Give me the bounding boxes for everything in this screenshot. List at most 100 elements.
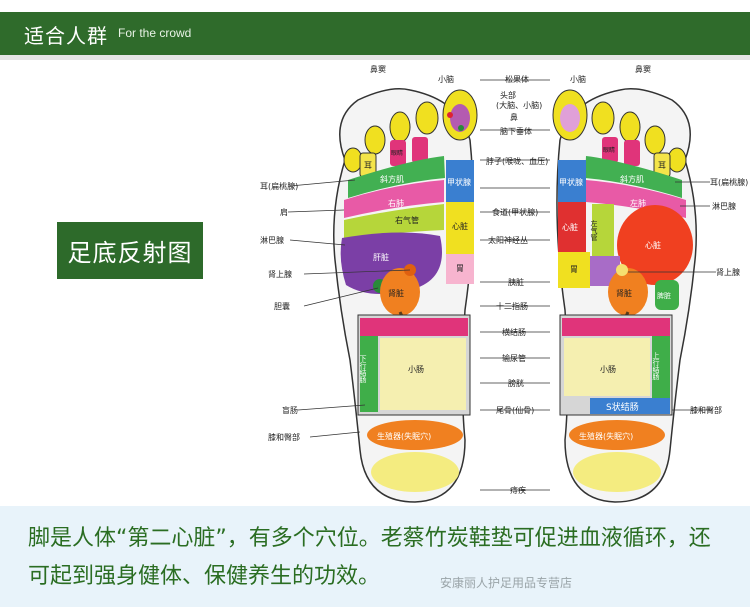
left-eye-zone-1: [390, 140, 406, 166]
right-spleen-label: 脾脏: [657, 291, 671, 300]
left-heart-zone: [446, 202, 474, 254]
left-toe-5: [343, 147, 363, 173]
right-heart-small-label: 心脏: [562, 222, 578, 232]
label-sinus-left: 鼻窦: [370, 64, 386, 74]
right-toe-3: [619, 111, 641, 143]
right-toe-2: [591, 101, 615, 135]
label-gallbladder: 胆囊: [274, 301, 290, 311]
right-stomach-zone: [558, 252, 590, 288]
right-eye-label: 眼睛: [603, 146, 615, 154]
label-lymph-left: 淋巴腺: [260, 235, 284, 245]
label-knee-right: 膝和臀部: [690, 405, 722, 415]
left-transverse-colon: [360, 318, 468, 336]
label-cerebellum-left: 小脑: [438, 74, 454, 84]
left-kidney-label: 肾脏: [388, 288, 404, 298]
reflexology-badge: 足底反射图: [57, 222, 203, 279]
section-title: 适合人群: [24, 24, 108, 48]
label-shoulder: 肩: [280, 207, 288, 217]
right-heart-zone: [617, 205, 693, 285]
right-s-colon-label: S状结肠: [606, 401, 639, 413]
left-thyroid-label: 甲状腺: [447, 177, 471, 187]
section-subtitle: For the crowd: [118, 26, 192, 40]
label-adrenal-right: 肾上腺: [716, 267, 740, 277]
label-bladder: 膀胱: [508, 378, 524, 388]
label-pineal: 松果体: [505, 74, 529, 84]
right-thyroid-zone: [558, 160, 586, 202]
right-oblique-label: 斜方肌: [620, 174, 644, 184]
left-oblique-label: 斜方肌: [380, 174, 404, 184]
right-spleen-zone: [655, 280, 679, 310]
right-adrenal: [616, 264, 628, 276]
right-genitals-zone: [569, 420, 665, 450]
left-trachea-label: 右气管: [395, 215, 419, 225]
left-lung-label: 右肺: [388, 198, 404, 208]
left-genitals-label: 生殖器(失眠穴): [377, 431, 431, 441]
left-toe-4: [364, 125, 386, 155]
left-thyroid-zone: [446, 160, 474, 202]
label-head: 头部: [500, 90, 516, 100]
right-heart-small-zone: [558, 202, 586, 252]
right-s-colon: [590, 398, 670, 414]
foot-map-svg: 耳 眼睛 斜方肌 右肺 右气管 甲状腺 心脏 胃 肝脏 肾脏 下行结肠 小肠 生…: [260, 64, 748, 503]
label-pituitary: 脑下垂体: [500, 126, 532, 136]
right-small-int-label: 小肠: [600, 365, 616, 374]
left-small-int-label: 小肠: [408, 365, 424, 374]
left-stomach-zone: [446, 254, 474, 284]
right-thyroid-label: 甲状腺: [559, 177, 583, 187]
left-toe-1-dot: [447, 112, 453, 118]
left-eye-zone-2: [412, 137, 428, 163]
left-kidney-zone: [380, 268, 420, 316]
right-eye-zone-2: [624, 140, 640, 166]
label-neck: 脖子(喉咙、血压): [486, 156, 548, 166]
foot-reflexology-diagram: 耳 眼睛 斜方肌 右肺 右气管 甲状腺 心脏 胃 肝脏 肾脏 下行结肠 小肠 生…: [260, 60, 750, 506]
right-transverse-colon: [562, 318, 670, 336]
right-ascending-colon: [652, 336, 670, 404]
right-oblique-zone: [585, 156, 682, 198]
right-small-intestine: [564, 338, 650, 396]
right-toe-4: [644, 125, 666, 155]
label-pancreas: 胰脏: [508, 277, 524, 287]
left-heel-band: [371, 452, 459, 492]
banner-divider: [0, 55, 750, 60]
left-heart-label: 心脏: [452, 221, 468, 231]
label-hemorrhoid: 痔疾: [510, 485, 526, 495]
right-toe-1-head: [560, 104, 580, 132]
right-trachea-label: 左气管: [590, 219, 598, 242]
label-coccyx: 尾骨(仙骨): [496, 405, 534, 415]
left-small-intestine: [380, 338, 466, 410]
label-solar-plexus: 太阳神经丛: [488, 235, 528, 245]
right-asc-colon-label: 上行结肠: [652, 351, 660, 381]
left-toe-1-dot2: [458, 125, 464, 131]
label-ureter: 输尿管: [502, 353, 526, 363]
left-ear-label: 耳: [364, 161, 372, 170]
right-kidney-label: 肾脏: [616, 288, 632, 298]
label-esophagus: 食道(甲状腺): [492, 207, 538, 217]
left-descending-colon: [360, 336, 378, 412]
label-lymph-right: 淋巴腺: [712, 201, 736, 211]
label-ear-right: 耳(扁桃腺): [710, 177, 748, 187]
label-nose: 鼻: [510, 112, 518, 122]
right-heart-label: 心脏: [645, 240, 661, 250]
left-toe-2: [415, 101, 439, 135]
label-sinus-right: 鼻窦: [635, 64, 651, 74]
leader-lines: [287, 79, 716, 491]
footer-panel: 脚是人体“第二心脏”，有多个穴位。老蔡竹炭鞋垫可促进血液循环，还可起到强身健体、…: [0, 506, 750, 607]
left-lung-zone: [344, 180, 444, 218]
left-oblique-zone: [348, 156, 445, 198]
left-stomach-label: 胃: [456, 264, 464, 273]
label-adrenal-left: 肾上腺: [268, 269, 292, 279]
right-kidney-zone: [608, 268, 648, 316]
label-cerebellum-right: 小脑: [570, 74, 586, 84]
right-genitals-label: 生殖器(失眠穴): [579, 431, 633, 441]
label-ear-left: 耳(扁桃腺): [260, 181, 298, 191]
left-desc-colon-label: 下行结肠: [359, 355, 367, 384]
left-toe-1-head: [450, 104, 470, 132]
right-stomach-label: 胃: [570, 265, 578, 274]
left-genitals-zone: [367, 420, 463, 450]
left-trachea-zone: [344, 204, 444, 238]
right-trachea-zone: [592, 204, 614, 256]
right-ear-label: 耳: [658, 161, 666, 170]
right-eye-zone-1: [602, 137, 618, 163]
label-head-sub: (大脑、小脑): [496, 100, 542, 110]
right-heel-band: [573, 452, 661, 492]
